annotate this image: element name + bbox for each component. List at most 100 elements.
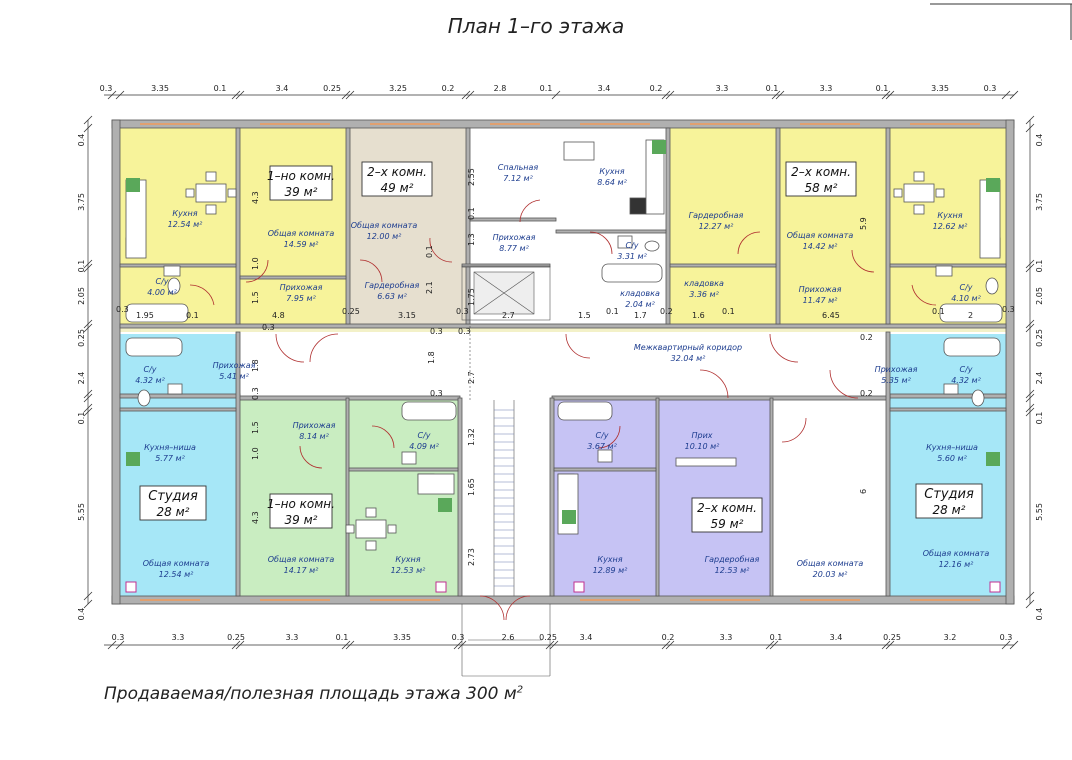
dim-tick — [115, 640, 125, 650]
dim-inner: 0.2 — [860, 333, 873, 342]
room-name: Кухня — [395, 555, 420, 564]
pink-marker — [989, 581, 1001, 593]
dim-bottom-label: 0.1 — [770, 633, 783, 642]
room-area: 5.60 м² — [937, 454, 967, 463]
dim-bottom-label: 0.1 — [336, 633, 349, 642]
room-name: Прих — [691, 431, 712, 440]
dim-inner: 0.2 — [660, 307, 673, 316]
apartment-label: 2–х комн. — [791, 165, 851, 179]
room-area: 14.42 м² — [803, 242, 838, 251]
plan-title: План 1–го этажа — [447, 14, 625, 38]
wall-v12 — [655, 397, 660, 597]
apartment-area: 49 м² — [381, 181, 414, 195]
apartment-area: 28 м² — [933, 503, 966, 517]
dim-tick — [453, 640, 463, 650]
room-name: Кухня — [172, 209, 197, 218]
dim-left-label: 0.4 — [77, 134, 86, 147]
dim-bottom-label: 3.3 — [172, 633, 185, 642]
dim-tick — [1025, 319, 1035, 329]
room-name: Гардеробная — [689, 211, 744, 220]
apartment-area: 28 м² — [157, 505, 190, 519]
room-name: кладовка — [620, 289, 660, 298]
room-name: Кухня–ниша — [926, 443, 978, 452]
dim-left-label: 0.1 — [77, 412, 86, 425]
dim-left-label: 2.05 — [77, 287, 86, 305]
dim-tick — [545, 640, 555, 650]
sink — [167, 383, 183, 395]
room-area: 4.09 м² — [409, 442, 439, 451]
dim-bottom-label: 0.25 — [883, 633, 901, 642]
dim-inner: 0.3 — [251, 387, 260, 400]
room-area: 32.04 м² — [671, 354, 706, 363]
dim-top-label: 0.2 — [442, 84, 455, 93]
door-arc — [519, 199, 541, 223]
room-area: 5.77 м² — [155, 454, 185, 463]
dim-inner: 1.95 — [136, 311, 154, 320]
dim-inner: 1.5 — [251, 291, 260, 304]
door-arc — [299, 445, 323, 469]
dim-tick — [1025, 323, 1035, 333]
chair — [913, 204, 925, 215]
room-name: Прихожая — [293, 421, 336, 430]
room-area: 7.95 м² — [286, 294, 316, 303]
room-area: 3.31 м² — [617, 252, 647, 261]
dim-inner: 0.1 — [425, 245, 434, 258]
bathtub — [601, 263, 663, 283]
door-arc — [189, 284, 215, 306]
dim-tick — [107, 90, 117, 100]
dim-top-label: 0.3 — [100, 84, 113, 93]
room-area: 8.14 м² — [299, 432, 329, 441]
sink — [943, 383, 959, 395]
chair — [205, 171, 217, 182]
dim-inner: 2.73 — [467, 548, 476, 566]
counter — [417, 473, 455, 495]
fill-apt-4-yellow — [670, 128, 1006, 326]
apartment-label: 1–но комн. — [267, 497, 335, 511]
room-area: 12.54 м² — [159, 570, 194, 579]
sink — [935, 265, 953, 277]
dim-tick — [115, 90, 125, 100]
wall-v4 — [665, 127, 671, 325]
room-area: 4.32 м² — [135, 376, 165, 385]
dim-tick — [231, 90, 241, 100]
wall-v1 — [235, 127, 241, 325]
door-arc — [589, 231, 613, 255]
dim-bottom-label: 3.3 — [720, 633, 733, 642]
dim-bottom-label: 3.3 — [286, 633, 299, 642]
dim-tick — [1001, 90, 1011, 100]
dim-left-label: 0.1 — [77, 260, 86, 273]
dim-bottom-label: 0.25 — [227, 633, 245, 642]
radiator — [126, 452, 140, 466]
radiator — [562, 510, 576, 524]
dim-inner: 0.3 — [430, 327, 443, 336]
dim-inner: 1.75 — [467, 288, 476, 306]
room-name: Прихожая — [875, 365, 918, 374]
room-name: С/у — [959, 283, 972, 292]
dining-table — [903, 183, 935, 203]
radiator — [986, 452, 1000, 466]
dim-top-label: 3.35 — [931, 84, 949, 93]
room-name: Межквартирный коридор — [634, 343, 742, 352]
door-arc — [309, 333, 339, 363]
dim-right-label: 5.55 — [1035, 503, 1044, 521]
sink — [597, 449, 613, 463]
dim-inner: 0.3 — [456, 307, 469, 316]
dim-tick — [83, 393, 93, 403]
dim-bottom-label: 0.3 — [452, 633, 465, 642]
chair — [935, 188, 945, 198]
room-area: 12.16 м² — [939, 560, 974, 569]
wall-v2 — [345, 127, 351, 325]
dim-top-label: 3.4 — [598, 84, 611, 93]
apartment-label: Студия — [924, 487, 974, 502]
fill-corridor — [120, 326, 1006, 332]
room-name: Общая комната — [923, 549, 990, 558]
wall-h6 — [555, 229, 667, 234]
dim-inner: 0.3 — [1002, 305, 1015, 314]
dim-right-label: 0.4 — [1035, 608, 1044, 621]
dim-tick — [465, 90, 475, 100]
room-area: 11.47 м² — [803, 296, 838, 305]
dim-bottom-label: 0.3 — [112, 633, 125, 642]
dim-inner: 0.3 — [262, 323, 275, 332]
sink — [401, 451, 417, 465]
stove — [629, 197, 647, 215]
